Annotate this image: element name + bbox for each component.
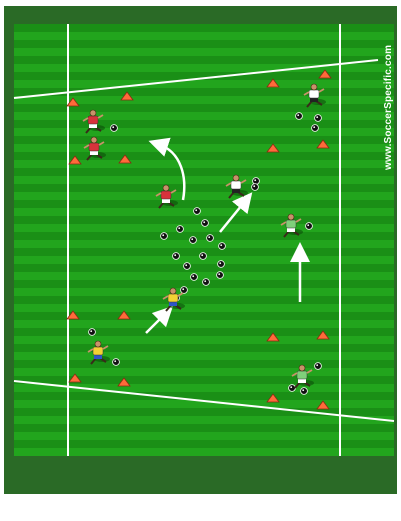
ball-icon xyxy=(217,272,224,279)
ball-icon xyxy=(89,329,96,336)
bottom-strip xyxy=(4,456,397,494)
ball-icon xyxy=(191,274,198,281)
ball-icon xyxy=(200,253,207,260)
ball-icon xyxy=(312,125,319,132)
ball-icon xyxy=(194,208,201,215)
watermark-text: www.SoccerSpecific.com xyxy=(383,30,397,170)
ball-icon xyxy=(113,359,120,366)
ball-icon xyxy=(161,233,168,240)
ball-icon xyxy=(315,363,322,370)
ball-icon xyxy=(184,263,191,270)
ball-icon xyxy=(203,279,210,286)
ball-icon xyxy=(190,237,197,244)
ball-icon xyxy=(315,115,322,122)
ball-icon xyxy=(289,385,296,392)
ball-icon xyxy=(296,113,303,120)
ball-icon xyxy=(218,261,225,268)
ball-icon xyxy=(306,223,313,230)
ball-icon xyxy=(111,125,118,132)
grass-field xyxy=(14,24,394,456)
ball-icon xyxy=(202,220,209,227)
ball-icon xyxy=(173,253,180,260)
ball-icon xyxy=(252,184,259,191)
ball-icon xyxy=(219,243,226,250)
ball-icon xyxy=(301,388,308,395)
ball-icon xyxy=(181,287,188,294)
ball-icon xyxy=(177,226,184,233)
ball-icon xyxy=(207,235,214,242)
